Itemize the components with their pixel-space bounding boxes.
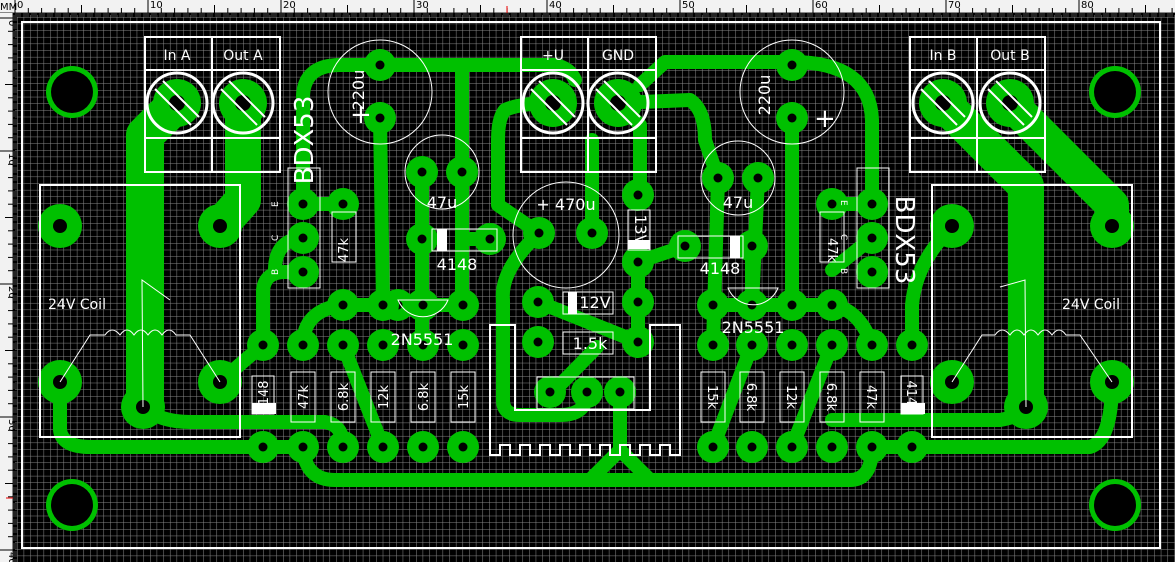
res-47k-right-label: 47k <box>824 238 839 263</box>
pads <box>38 49 1134 463</box>
plus-sign-left: + <box>350 100 372 130</box>
pin-e-right: E <box>838 200 848 206</box>
cathode-bands <box>252 229 925 414</box>
terminal-label-gnd: GND <box>602 48 634 64</box>
resistor-outline <box>370 371 396 423</box>
resistor-outline <box>739 371 765 423</box>
ruler-tick-label: 20 <box>6 286 17 299</box>
relay-left-outline <box>39 184 241 438</box>
cap-47u-left-label: 47u <box>427 193 458 212</box>
bottom-left-part-label: 12k <box>377 384 392 409</box>
ruler-tick-label: 0 <box>17 0 23 11</box>
mounting-hole-icon <box>46 479 98 531</box>
ruler-tick-label: 20 <box>283 0 296 11</box>
ruler-tick-label: 0 <box>6 20 17 26</box>
resistor-outline <box>859 371 885 423</box>
res-47k-left-label: 47k <box>337 237 352 262</box>
ruler-tick-label: 50 <box>682 0 695 11</box>
terminal-label-out-b: Out B <box>990 48 1029 64</box>
ruler-tick-label: 30 <box>6 419 17 432</box>
zener-12v-label: 12V <box>579 293 610 312</box>
resistor-outline <box>700 371 726 423</box>
heatsink-outline <box>489 324 681 456</box>
ruler-tick-label: 10 <box>150 0 163 11</box>
pin-c-left: C <box>271 235 281 241</box>
pin-b-right: B <box>838 268 848 274</box>
silkscreen <box>39 36 1133 456</box>
mounting-holes <box>46 66 1141 531</box>
bottom-right-part-label: 47k <box>863 385 878 410</box>
terminal-label-plus-u: +U <box>542 48 564 64</box>
zener-13v-label: 13V <box>631 214 650 245</box>
ruler-unit: MM <box>0 2 17 13</box>
bottom-right-part-label: 12k <box>783 385 798 410</box>
ruler-tick-label: 40 <box>549 0 562 11</box>
ruler-tick-label: 60 <box>815 0 828 11</box>
top-ruler[interactable]: 0 10 20 30 40 50 60 70 80 <box>0 0 1175 13</box>
diode-right-label: 4148 <box>700 259 741 278</box>
bdx53-right-label: BDX53 <box>889 196 919 285</box>
resistor-1k5-label: 1.5k <box>573 334 608 353</box>
transistor-left-label: 2N5551 <box>391 330 454 349</box>
transistor-right-label: 2N5551 <box>722 318 785 337</box>
cap-220u-right-label: 220u <box>755 75 774 116</box>
pin-e-left: E <box>271 201 281 207</box>
ruler-tick-label: 80 <box>1081 0 1094 11</box>
resistor-outline <box>410 371 436 423</box>
resistor-outline <box>450 371 476 423</box>
bottom-left-part-label: 15k <box>457 384 472 409</box>
bottom-left-part-label: 6.8k <box>417 382 432 411</box>
ruler-tick-label: 30 <box>416 0 429 11</box>
screw-icons <box>154 80 1033 126</box>
bottom-right-part-label: 6.8k <box>743 383 758 412</box>
bottom-right-part-label: 6.8k <box>823 383 838 412</box>
terminal-label-in-a: In A <box>163 48 190 64</box>
diode-left-label: 4148 <box>437 255 478 274</box>
ruler-tick-label: 40 <box>6 552 17 562</box>
bdx53-left-label: BDX53 <box>290 96 320 185</box>
mounting-hole-icon <box>1089 66 1141 118</box>
terminal-label-in-b: In B <box>929 48 956 64</box>
relay-left-label: 24V Coil <box>48 297 106 313</box>
cap-470u-label: + 470u <box>536 195 595 214</box>
terminal-label-out-a: Out A <box>223 48 263 64</box>
relay-right-label: 24V Coil <box>1062 297 1120 313</box>
bottom-left-part-label: 6.8k <box>337 382 352 411</box>
mounting-hole-icon <box>46 66 98 118</box>
left-ruler[interactable]: 0 10 20 30 40 <box>0 13 17 562</box>
pin-b-left: B <box>271 269 281 275</box>
resistor-outline <box>819 371 845 423</box>
ruler-tick-label: 70 <box>948 0 961 11</box>
mounting-hole-icon <box>1089 479 1141 531</box>
plus-sign-right: + <box>814 104 836 134</box>
resistor-outline <box>779 371 805 423</box>
cap-220u-left-label: 220u <box>349 70 368 111</box>
pin-c-right: C <box>838 234 848 240</box>
relay-right-outline <box>931 184 1133 438</box>
cap-47u-right-label: 47u <box>723 193 754 212</box>
resistor-outline <box>290 371 316 423</box>
board-outline <box>21 21 1161 549</box>
ruler-tick-label: 10 <box>6 153 17 166</box>
bottom-right-part-label: 15k <box>704 385 719 410</box>
resistor-outline <box>330 371 356 423</box>
bottom-left-part-label: 47k <box>297 384 312 409</box>
